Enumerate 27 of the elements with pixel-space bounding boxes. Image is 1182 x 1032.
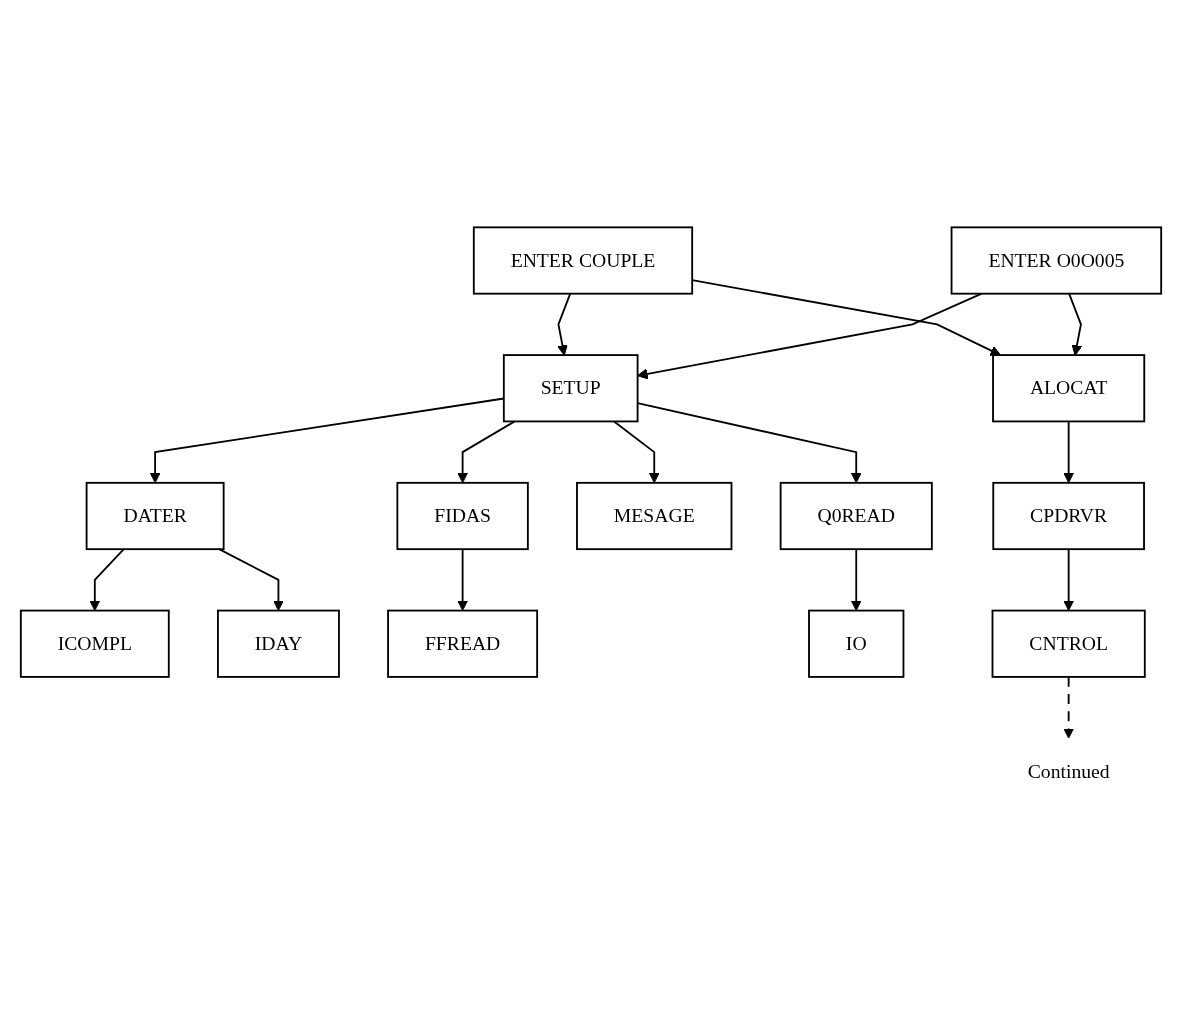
node-box: MESAGE — [576, 481, 733, 551]
arrow — [1063, 548, 1075, 612]
arrow — [637, 292, 983, 380]
arrow — [1063, 420, 1075, 484]
arrow — [457, 420, 516, 484]
node-box: ENTER COUPLE — [472, 226, 694, 295]
node-box: IDAY — [217, 609, 340, 678]
node-box: IO — [808, 609, 905, 678]
arrow — [850, 548, 862, 612]
node-box: ALOCAT — [992, 354, 1146, 423]
node-box: ENTER O0O005 — [950, 226, 1163, 295]
node-box: SETUP — [502, 354, 639, 423]
arrow — [1068, 292, 1083, 356]
node-box: FFREAD — [387, 609, 539, 678]
node-box: CNTROL — [991, 609, 1146, 678]
arrow — [557, 292, 572, 356]
arrow — [457, 548, 468, 612]
arrow — [89, 548, 125, 612]
node-box: FIDAS — [396, 481, 529, 551]
node-box: ICOMPL — [19, 609, 170, 678]
node-text: Continued — [1027, 760, 1110, 782]
node-box: Q0READ — [779, 481, 933, 551]
node-box: DATER — [85, 481, 225, 551]
node-box: CPDRVR — [992, 481, 1145, 551]
arrow — [218, 548, 284, 612]
arrow — [1063, 676, 1075, 739]
arrow — [613, 420, 660, 484]
